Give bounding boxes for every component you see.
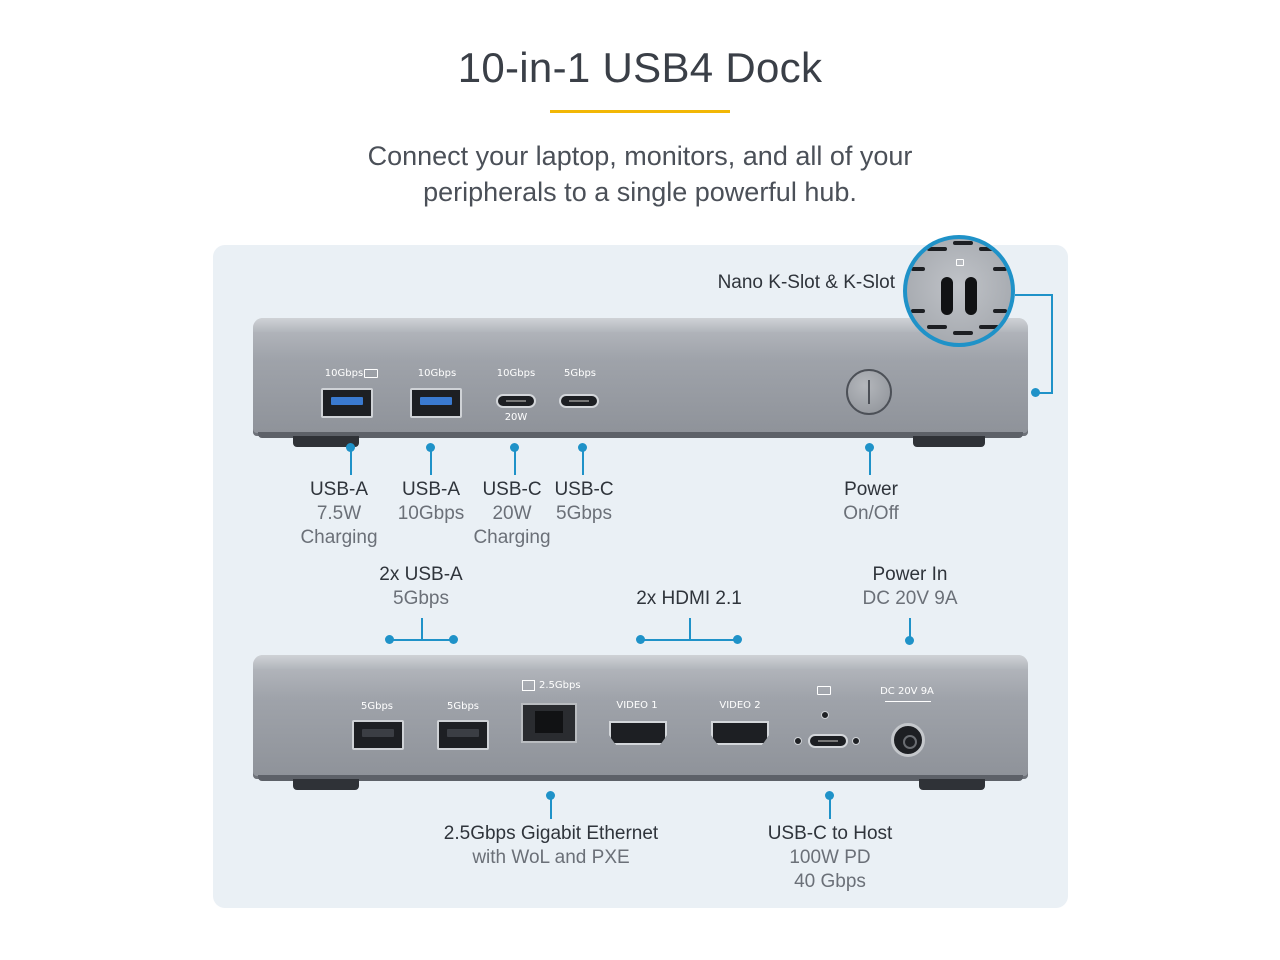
hdmi-port-1 <box>609 721 667 745</box>
page-title: 10-in-1 USB4 Dock <box>457 44 823 91</box>
port-label-video-2: VIDEO 2 <box>719 700 761 711</box>
port-label-usbc-1: 10Gbps <box>496 368 536 379</box>
dock-rear-view <box>253 655 1028 779</box>
indicator-dot <box>821 711 829 719</box>
caption-usbc-5gbps: USB-C 5Gbps <box>554 479 614 524</box>
caption-power-in: Power In DC 20V 9A <box>862 564 958 609</box>
caption-usba-10gbps: USB-A 10Gbps <box>397 479 465 524</box>
k-slot <box>965 277 977 315</box>
nano-k-slot <box>941 277 953 315</box>
port-label-usba-2: 10Gbps <box>417 368 457 379</box>
lock-icon <box>956 259 964 266</box>
dock-front-base <box>258 432 1023 438</box>
port-label-usbc-1-power: 20W <box>504 412 528 423</box>
subtitle-line-1: Connect your laptop, monitors, and all o… <box>367 141 913 171</box>
laptop-host-icon <box>817 686 831 695</box>
power-button <box>846 369 892 415</box>
caption-usbc-host: USB-C to Host 100W PD 40 Gbps <box>767 823 893 892</box>
hdmi-port-2 <box>711 721 769 745</box>
port-label-video-1: VIDEO 1 <box>616 700 658 711</box>
subtitle-line-2: peripherals to a single powerful hub. <box>423 177 857 207</box>
dock-foot <box>293 436 359 447</box>
port-label-dc-in: DC 20V 9A <box>880 686 934 697</box>
port-label-ethernet: 2.5Gbps <box>539 680 581 691</box>
dock-foot <box>913 436 985 447</box>
port-label-usbc-2: 5Gbps <box>563 368 597 379</box>
kslot-zoom <box>903 235 1015 347</box>
indicator-dot <box>852 737 860 745</box>
dock-foot <box>293 779 359 790</box>
port-label-rear-usba-1: 5Gbps <box>360 701 394 712</box>
port-label-usba-1: 10Gbps <box>324 368 364 379</box>
usb-c-host-port <box>808 734 848 748</box>
page-subtitle: Connect your laptop, monitors, and all o… <box>300 138 980 210</box>
dock-foot <box>919 779 985 790</box>
caption-usbc-20w: USB-C 20W Charging <box>473 479 551 548</box>
dc-polarity-icon <box>885 701 931 702</box>
ethernet-port <box>521 703 577 743</box>
indicator-dot <box>794 737 802 745</box>
caption-ethernet: 2.5Gbps Gigabit Ethernet with WoL and PX… <box>443 823 659 868</box>
caption-rear-usba: 2x USB-A 5Gbps <box>379 564 463 609</box>
caption-power-button: Power On/Off <box>843 479 899 524</box>
title-underline <box>550 110 730 113</box>
caption-rear-hdmi: 2x HDMI 2.1 <box>636 588 742 609</box>
dc-power-jack <box>891 723 925 757</box>
usb-c-port-20w <box>496 394 536 408</box>
dock-rear-base <box>258 775 1023 781</box>
battery-charge-icon <box>364 369 378 378</box>
usb-c-port-5gbps <box>559 394 599 408</box>
caption-usba-charging: USB-A 7.5W Charging <box>300 479 378 548</box>
usb-a-port-charging <box>321 388 373 418</box>
kslot-label: Nano K-Slot & K-Slot <box>717 272 895 293</box>
network-icon <box>522 680 535 691</box>
rear-usb-a-port-2 <box>437 720 489 750</box>
usb-a-port-10gbps <box>410 388 462 418</box>
rear-usb-a-port-1 <box>352 720 404 750</box>
dock-front-view <box>253 318 1028 436</box>
port-label-rear-usba-2: 5Gbps <box>446 701 480 712</box>
